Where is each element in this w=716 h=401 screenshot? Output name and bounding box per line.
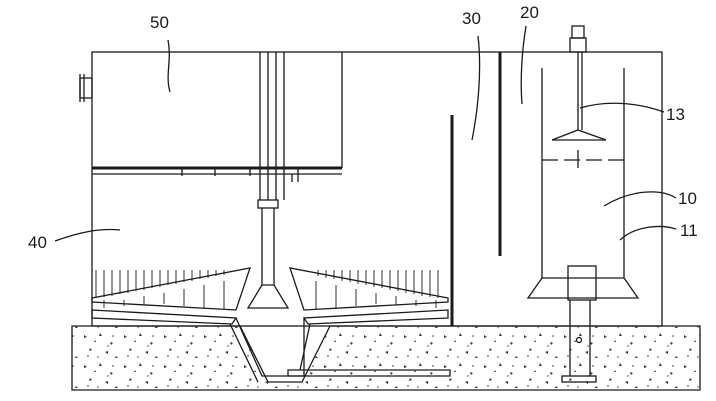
scraper-arms: [91, 267, 451, 383]
support-post: [561, 300, 597, 383]
stirrer-assembly: [551, 25, 607, 168]
label-11: 11: [680, 221, 698, 240]
inlet-pipe-flange: [79, 74, 93, 102]
label-30: 30: [462, 9, 481, 28]
flotation-cylinder: [526, 68, 640, 301]
label-13: 13: [666, 105, 685, 124]
label-10: 10: [678, 189, 697, 208]
label-40: 40: [28, 233, 47, 252]
label-50: 50: [150, 13, 169, 32]
hatching-right: [315, 270, 439, 309]
baffle-plates: [450, 52, 502, 326]
upper-chamber: [92, 52, 343, 182]
concrete-foundation: [71, 325, 701, 391]
label-20: 20: [520, 3, 539, 22]
hatching-left: [95, 270, 225, 309]
leader-lines: [54, 25, 677, 242]
central-pipe: [246, 52, 290, 309]
main-tank: [91, 51, 663, 327]
